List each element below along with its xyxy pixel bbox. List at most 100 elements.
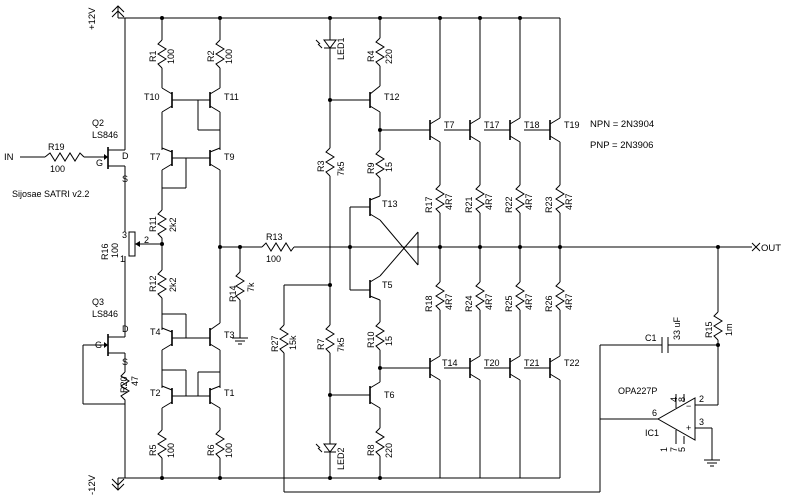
- r22-ref: R22: [504, 196, 514, 213]
- r24-ref: R24: [464, 295, 474, 312]
- ground-symbol: [232, 337, 248, 345]
- r10-resistor: [375, 321, 385, 351]
- t3-transistor: [209, 322, 221, 388]
- q2-drain: D: [122, 151, 129, 161]
- positive-rail: [111, 5, 560, 19]
- output-port: [751, 242, 761, 252]
- r9-ref: R9: [366, 162, 376, 174]
- r15-value: 1m: [724, 323, 734, 336]
- r27-value: 15k: [288, 335, 298, 350]
- q3-source: S: [122, 357, 128, 367]
- opamp-pin-3: 3: [699, 417, 704, 427]
- r18-ref: R18: [424, 295, 434, 312]
- r5-resistor: [157, 429, 167, 459]
- led1-label: LED1: [336, 37, 346, 60]
- r27-ref: R27: [270, 335, 280, 352]
- positive-rail-label: +12V: [87, 7, 98, 30]
- r21-value: 4R7: [484, 193, 494, 210]
- r2-value: 100: [224, 49, 234, 64]
- t4-ref: T4: [150, 327, 161, 337]
- r23-ref: R23: [544, 196, 554, 213]
- t1-ref: T1: [224, 388, 235, 398]
- rail-junctions: [160, 16, 522, 480]
- t4-transistor: [161, 313, 210, 388]
- r12-value: 2k2: [168, 277, 178, 292]
- r26-ref: R26: [544, 295, 554, 312]
- t9-transistor: [198, 147, 221, 323]
- r14-resistor: [235, 271, 245, 301]
- r3-ref: R3: [316, 160, 326, 172]
- t10-transistor: [161, 87, 198, 150]
- r9-value: 15: [384, 162, 394, 172]
- q2-part: LS846: [92, 130, 118, 140]
- opamp-ground-symbol: [704, 459, 720, 467]
- opamp-pin-6: 6: [652, 408, 657, 418]
- opamp-pin-5: 5: [677, 447, 687, 452]
- r16-pin-3: 3: [122, 230, 127, 240]
- t14-transistor: [429, 355, 441, 478]
- r10-value: 15: [384, 336, 394, 346]
- q3-part: LS846: [92, 309, 118, 319]
- r4-value: 220: [384, 49, 394, 64]
- r11-value: 2k2: [168, 217, 178, 232]
- t7-ref: T7: [444, 120, 455, 130]
- r18-value: 4R7: [444, 293, 454, 310]
- t22-transistor: [549, 355, 561, 478]
- t8-ref: T7: [150, 152, 161, 162]
- opamp-pin-7: 7: [669, 447, 679, 452]
- q2-jfet: [104, 18, 126, 230]
- r5-value: 100: [166, 443, 176, 458]
- t14-ref: T14: [442, 358, 458, 368]
- r16-potentiometer: [124, 230, 162, 318]
- r1-value: 100: [166, 49, 176, 64]
- r15-ref: R15: [704, 321, 714, 338]
- opamp-minus: −: [686, 401, 691, 411]
- negative-rail: [111, 477, 440, 491]
- r27-resistor: [279, 324, 289, 354]
- r13-ref: R13: [266, 232, 283, 242]
- t11-transistor: [197, 87, 221, 150]
- opamp-pin-2: 2: [699, 394, 704, 404]
- r7-ref: R7: [316, 338, 326, 350]
- output-port-label: OUT: [761, 243, 781, 254]
- led1-diode: [315, 18, 337, 100]
- r8-value: 220: [384, 443, 394, 458]
- r19-resistor: [44, 152, 85, 162]
- t20-ref: T20: [484, 358, 500, 368]
- t13-transistor: [349, 195, 419, 290]
- t19-ref: T19: [564, 120, 580, 130]
- r2-resistor: [215, 39, 225, 69]
- r10-ref: R10: [366, 331, 376, 348]
- r9-resistor: [375, 149, 385, 179]
- r13-value: 100: [266, 254, 281, 264]
- r20-ref: R20: [119, 376, 129, 393]
- r13-resistor: [261, 242, 295, 252]
- t5-ref: T5: [382, 280, 393, 290]
- t2-transistor: [161, 369, 210, 430]
- t20-transistor: [469, 355, 481, 478]
- r5-ref: R5: [148, 444, 158, 456]
- r12-resistor: [157, 269, 167, 299]
- c1-value: 33 uF: [672, 316, 682, 340]
- r4-ref: R4: [366, 50, 376, 62]
- q2-source: S: [122, 174, 128, 184]
- t18-transistor: [509, 117, 521, 185]
- r21-ref: R21: [464, 196, 474, 213]
- q2-ref: Q2: [92, 118, 104, 128]
- pnp-note: PNP = 2N3906: [590, 140, 653, 151]
- r24-value: 4R7: [484, 293, 494, 310]
- r4-resistor: [375, 37, 385, 67]
- r12-ref: R12: [148, 275, 158, 292]
- q3-jfet: [82, 318, 126, 405]
- r8-ref: R8: [366, 444, 376, 456]
- r25-ref: R25: [504, 295, 514, 312]
- r17-value: 4R7: [444, 193, 454, 210]
- r1-ref: R1: [148, 50, 158, 62]
- c1-ref: C1: [645, 333, 657, 343]
- t9-ref: T9: [224, 152, 235, 162]
- t6-transistor: [330, 368, 381, 428]
- r16-value: 100: [110, 243, 120, 258]
- led2-diode: [315, 395, 337, 478]
- r11-ref: R11: [148, 216, 158, 232]
